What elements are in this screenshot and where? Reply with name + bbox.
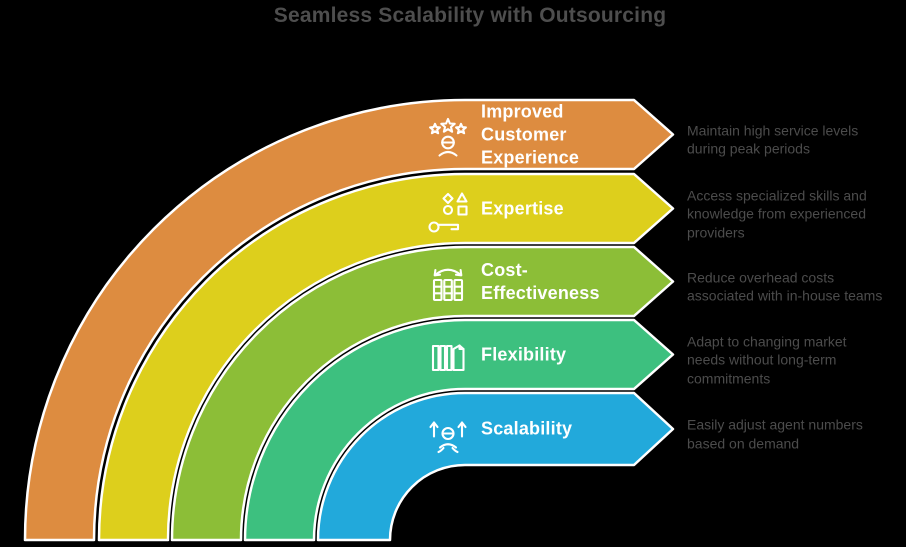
band-description-cost-effectiveness: Reduce overhead costs associated with in… — [687, 269, 883, 304]
band-shape-flexibility — [243, 318, 675, 542]
band-label-flexibility: Flexibility — [481, 344, 567, 364]
band-description-improved-customer-experience: Maintain high service levels during peak… — [687, 122, 859, 157]
band-shape-scalability — [316, 391, 675, 542]
band-label-improved-customer-experience: Improved Customer Experience — [481, 101, 580, 167]
band-description-scalability: Easily adjust agent numbers based on dem… — [687, 416, 863, 452]
planks-icon — [431, 344, 465, 372]
columns-sync-icon — [432, 268, 464, 302]
page-title: Seamless Scalability with Outsourcing — [273, 4, 667, 27]
customer-stars-icon — [429, 117, 467, 157]
band-label-scalability: Scalability — [481, 418, 573, 439]
person-arrows-icon — [429, 421, 467, 454]
band-label-cost-effectiveness: Cost- Effectiveness — [481, 259, 600, 303]
key-shapes-icon — [428, 192, 468, 233]
band-shape-cost-effectiveness — [170, 245, 675, 542]
band-description-flexibility: Adapt to changing market needs without l… — [687, 332, 847, 386]
band-label-expertise: Expertise — [481, 198, 564, 218]
band-shape-improved-customer-experience — [23, 98, 675, 542]
band-description-expertise: Access specialized skills and knowledge … — [687, 186, 867, 240]
band-shape-expertise — [97, 172, 675, 542]
